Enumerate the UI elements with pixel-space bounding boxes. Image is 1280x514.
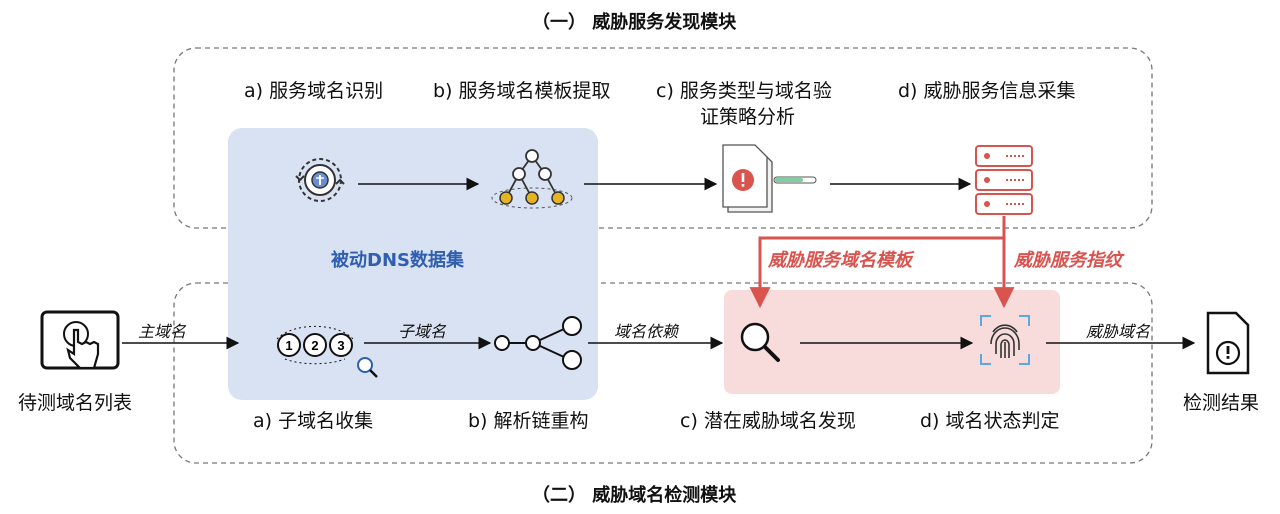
- input-label: 待测域名列表: [18, 392, 133, 414]
- bottom-step-d: d) 域名状态判定: [920, 410, 1060, 432]
- top-module-title: （一） 威胁服务发现模块: [532, 12, 737, 33]
- chain-graph-icon: [494, 316, 582, 370]
- edge-label-threat-domain: 威胁域名: [1086, 322, 1151, 341]
- magnifier-icon: [740, 322, 780, 362]
- edge-label-subdomain: 子域名: [398, 322, 447, 341]
- document-alert-icon: [722, 144, 817, 213]
- bottom-module-title: （二） 威胁域名检测模块: [532, 485, 737, 506]
- bottom-step-a: a) 子域名收集: [253, 410, 374, 432]
- edge-label-domain-dependency: 域名依赖: [614, 322, 679, 341]
- touch-screen-icon: [40, 310, 120, 370]
- numbered-circles-icon: 1 2 3: [276, 325, 378, 378]
- bottom-step-b: b) 解析链重构: [468, 410, 589, 432]
- top-step-c-line1: c) 服务类型与域名验: [656, 80, 832, 102]
- threat-domain-detection-module: [173, 282, 1153, 464]
- edge-label-main-domain: 主域名: [138, 322, 187, 341]
- threat-domain-discovery-region: [724, 290, 1060, 394]
- top-step-c-line2: 证策略分析: [700, 106, 796, 128]
- result-document-icon: [1206, 311, 1250, 375]
- gear-chip-icon: [295, 158, 345, 202]
- fingerprint-icon: [980, 315, 1030, 365]
- top-step-d: d) 威胁服务信息采集: [898, 80, 1076, 102]
- subdomain-number-1: 1: [285, 338, 292, 353]
- threat-service-fingerprint-label: 威胁服务指纹: [1014, 250, 1122, 271]
- subdomain-number-3: 3: [337, 338, 344, 353]
- tree-icon: [491, 149, 573, 209]
- bottom-step-c: c) 潜在威胁域名发现: [680, 410, 856, 432]
- passive-dns-dataset-label: 被动DNS数据集: [331, 250, 464, 271]
- red-arrow-template: [749, 216, 1006, 309]
- subdomain-number-2: 2: [311, 338, 318, 353]
- threat-service-template-label: 威胁服务域名模板: [768, 250, 912, 271]
- threat-service-discovery-module: [173, 47, 1153, 229]
- top-step-a: a) 服务域名识别: [244, 80, 384, 102]
- output-label: 检测结果: [1183, 392, 1260, 414]
- server-icon: [975, 145, 1033, 215]
- top-step-b: b) 服务域名模板提取: [433, 80, 611, 102]
